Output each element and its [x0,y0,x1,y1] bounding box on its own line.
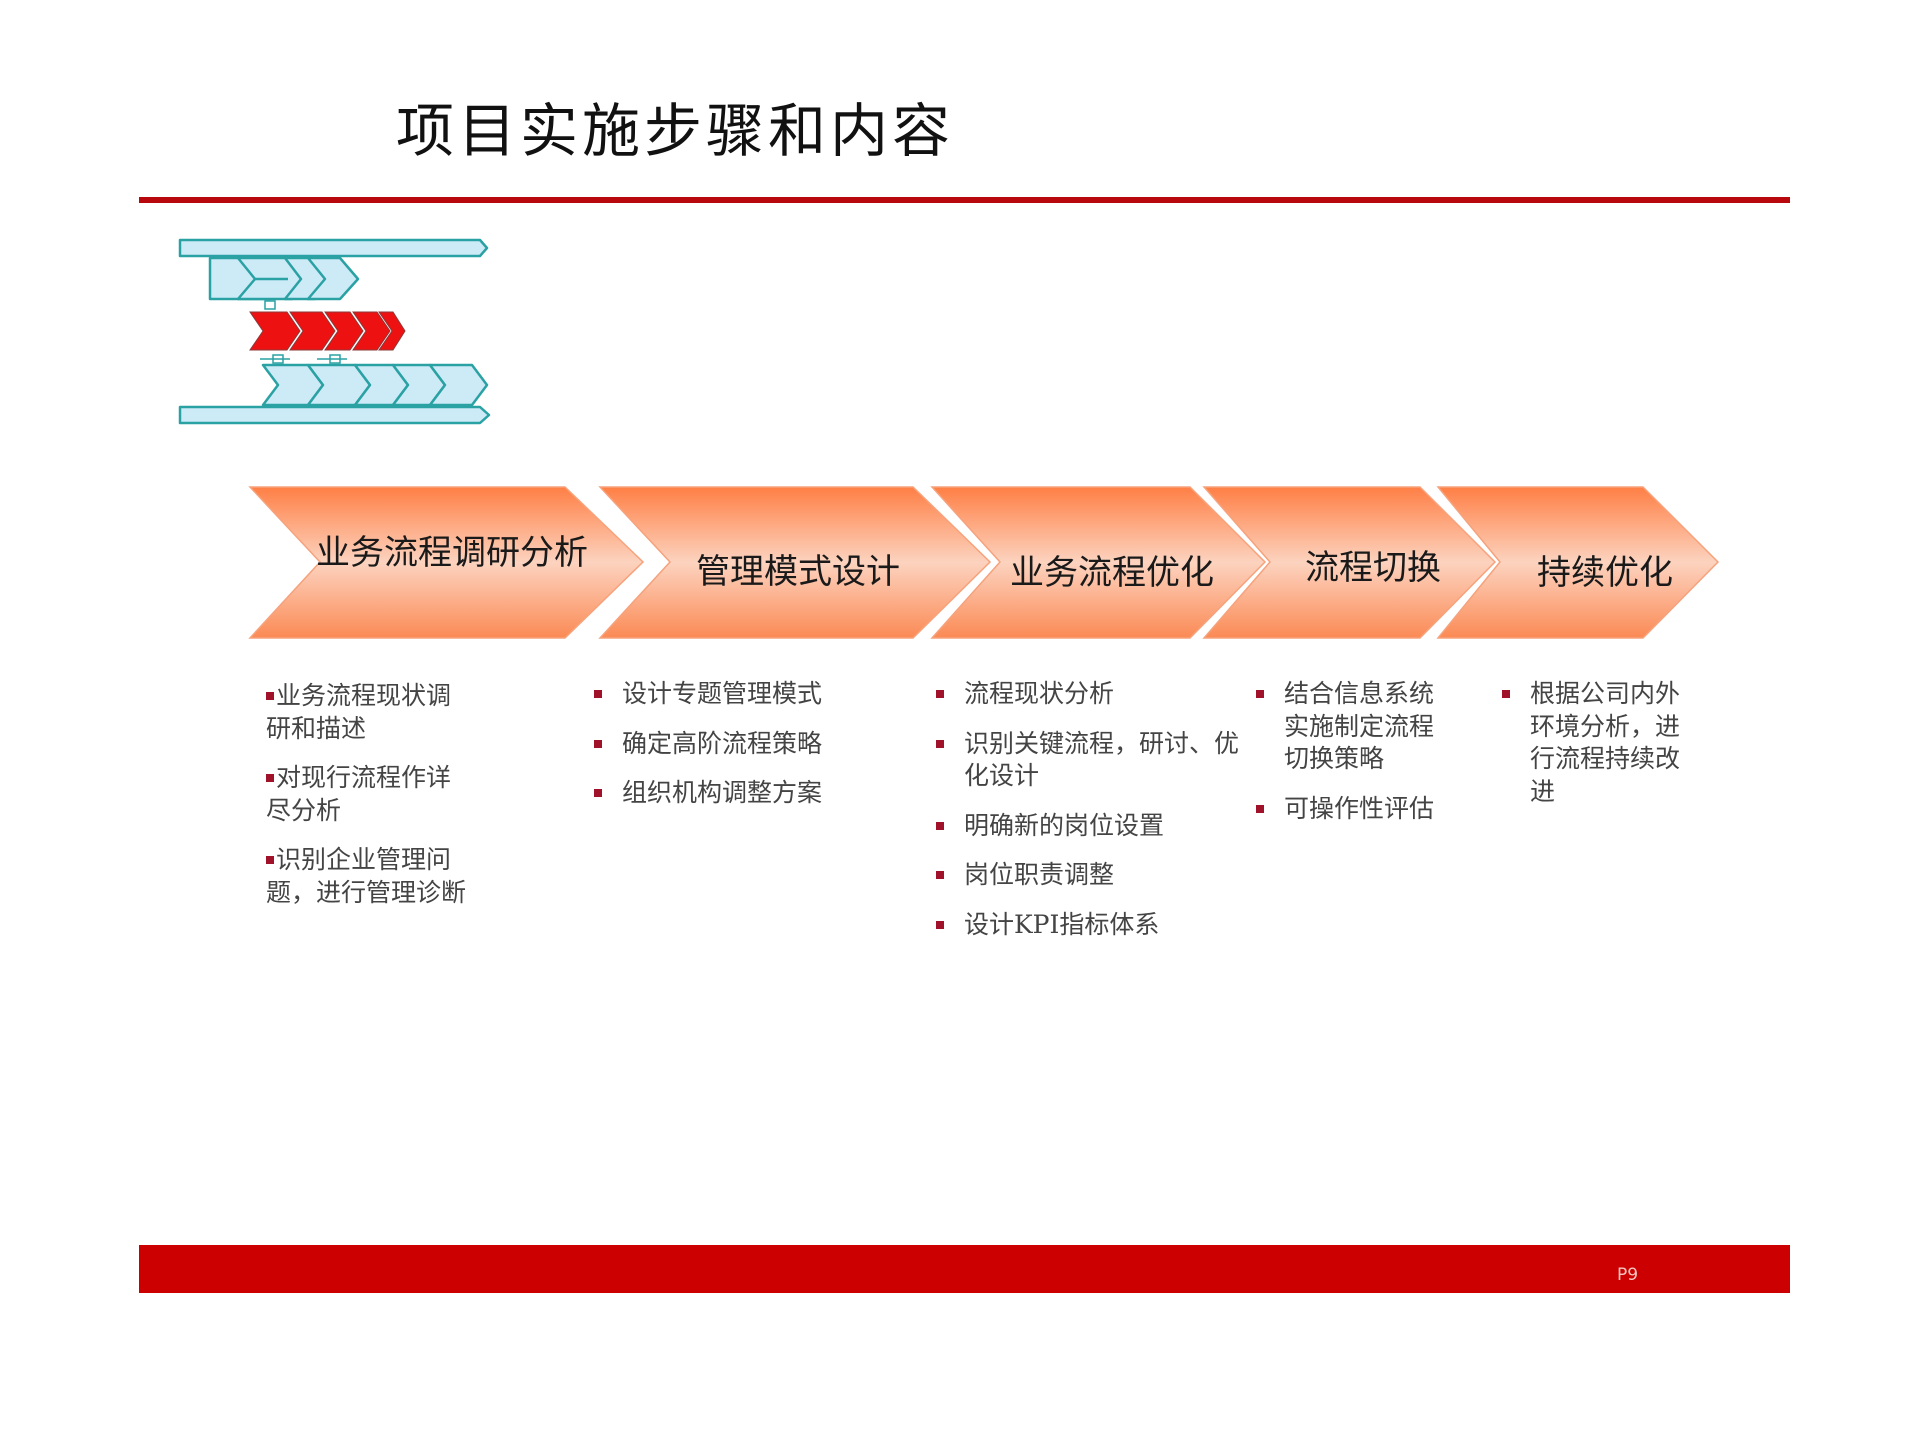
bullet-icon [936,739,944,748]
list-item: 结合信息系统实施制定流程切换策略 [1256,678,1456,776]
list-item: 组织机构调整方案 [594,777,894,810]
list-item: 识别关键流程，研讨、优化设计 [936,728,1241,793]
step-label-3: 业务流程优化 [1010,553,1214,593]
bullet-icon [1256,690,1264,698]
list-item: 可操作性评估 [1256,793,1456,826]
process-chevrons-icon [178,238,491,425]
step-details-2: 设计专题管理模式 确定高阶流程策略 组织机构调整方案 [594,678,894,827]
step-details-5: 根据公司内外环境分析，进行流程持续改进 [1502,678,1702,825]
step-label-5: 持续优化 [1537,553,1673,593]
step-details-4: 结合信息系统实施制定流程切换策略 可操作性评估 [1256,678,1456,842]
list-item: 岗位职责调整 [936,859,1241,892]
bullet-icon [594,789,602,797]
list-item: 业务流程现状调研和描述 [266,681,452,743]
bullet-icon [1256,804,1264,813]
bullet-icon [594,690,602,698]
bullet-icon [936,871,944,879]
step-label-1: 业务流程调研分析 [316,533,588,573]
step-label-4: 流程切换 [1305,548,1441,588]
bullet-icon [594,739,602,748]
bullet-icon [936,821,944,830]
bullet-icon [266,692,274,700]
list-item: 根据公司内外环境分析，进行流程持续改进 [1502,678,1702,808]
bullet-icon [1502,690,1510,698]
step-details-1: 业务流程现状调研和描述 对现行流程作详尽分析 识别企业管理问题，进行管理诊断 [266,680,471,926]
page-title: 项目实施步骤和内容 [396,97,955,165]
bullet-icon [266,774,274,782]
header-rule [139,197,1790,203]
list-item: 设计专题管理模式 [594,678,894,711]
bullet-icon [936,690,944,698]
bullet-icon [266,856,274,864]
step-label-2: 管理模式设计 [696,552,900,592]
list-item: 明确新的岗位设置 [936,810,1241,843]
bullet-icon [936,920,944,929]
list-item: 识别企业管理问题，进行管理诊断 [266,845,467,907]
list-item: 确定高阶流程策略 [594,728,894,761]
step-details-3: 流程现状分析 识别关键流程，研讨、优化设计 明确新的岗位设置 岗位职责调整 设计… [936,678,1241,958]
footer-bar [139,1245,1790,1293]
page-number: P9 [1617,1265,1639,1285]
list-item: 流程现状分析 [936,678,1241,711]
list-item: 对现行流程作详尽分析 [266,763,452,825]
list-item: 设计KPI指标体系 [936,909,1241,942]
